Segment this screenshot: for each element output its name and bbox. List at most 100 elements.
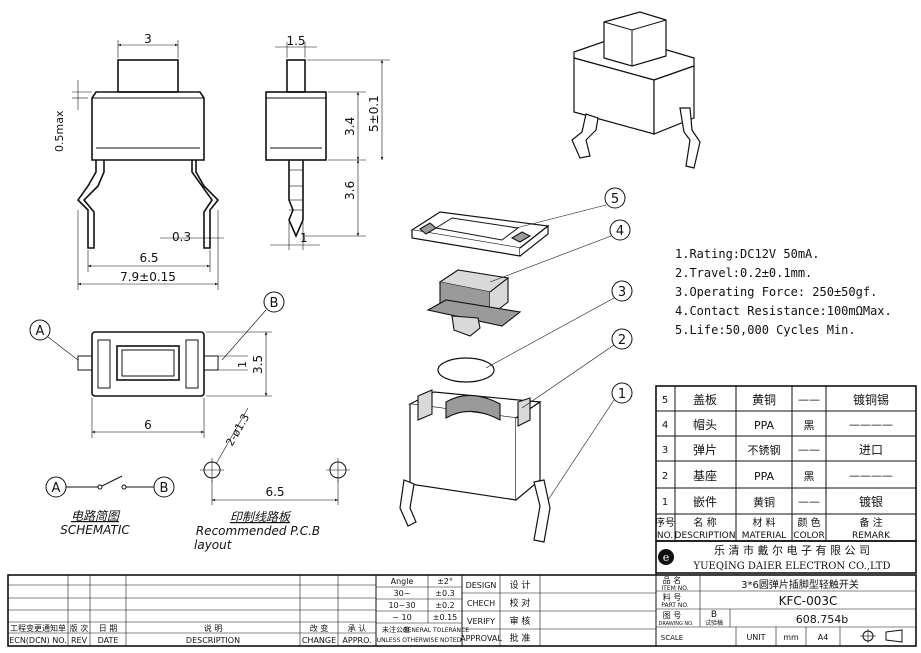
signoff-approval-cn: 批 准 — [510, 632, 531, 644]
spec-rating: 1.Rating:DC12V 50mA. — [675, 247, 820, 261]
dim-hole-spacing: 6.5 — [265, 485, 284, 499]
rev-date-en: DATE — [98, 636, 119, 645]
dim-side-total: 5±0.1 — [367, 95, 381, 132]
callout-part-1: 1 — [618, 387, 626, 402]
bom-table: 5 盖板 黄铜 —— 镀铜锡 4 帽头 PPA 黑 ———— 3 弹片 不锈钢 … — [655, 385, 917, 542]
rev-appro-cn: 承 认 — [348, 623, 367, 633]
scale-label: SCALE — [661, 634, 683, 642]
dim-side-upper: 3.4 — [343, 117, 357, 136]
dim-hole-diameter: 2-ø1.3 — [223, 412, 252, 449]
bom-row: 3 弹片 不锈钢 —— 进口 — [662, 443, 883, 457]
dim-plan-pin: 1 — [236, 361, 249, 368]
bom-desc: 盖板 — [693, 393, 717, 407]
signoff-verify-cn: 审 核 — [510, 615, 531, 627]
tol-range: Angle — [391, 577, 414, 586]
bom-header-desc-en: DESCRIPTION — [675, 531, 736, 541]
version-label: 试验稿 — [705, 619, 723, 627]
rev-rev-en: REV — [71, 636, 88, 645]
drawing-no-en: DRAWING NO. — [659, 621, 694, 627]
callout-part-5: 5 — [611, 192, 619, 207]
rev-change-cn: 改 变 — [310, 623, 329, 633]
spec-travel: 2.Travel:0.2±0.1mm. — [675, 266, 812, 280]
unit: mm — [783, 633, 799, 642]
bom-row: 5 盖板 黄铜 —— 镀铜锡 — [662, 392, 889, 407]
part-callouts: 5 4 3 2 1 — [485, 187, 633, 501]
rev-change-en: CHANGE — [302, 636, 336, 645]
dim-plan-height: 3.5 — [251, 355, 265, 374]
rev-ecn-en: ECN(DCN) NO. — [9, 636, 67, 645]
bom-remark: ———— — [849, 469, 893, 482]
callout-part-2: 2 — [618, 333, 626, 348]
bom-no: 2 — [662, 471, 668, 482]
company-block: e 乐 清 市 戴 尔 电 子 有 限 公 司 YUEQING DAIER EL… — [655, 540, 917, 574]
item-name-label: 品 名 — [663, 575, 682, 585]
bom-no: 4 — [662, 420, 668, 431]
tol-range: 10~30 — [388, 601, 415, 610]
company-logo — [658, 549, 674, 565]
bom-header-no-en: NO. — [657, 531, 673, 541]
bom-header-desc-cn: 名 称 — [693, 516, 716, 529]
callout-a-label: A — [36, 324, 45, 339]
bom-header-mat-en: MATERIAL — [742, 531, 787, 541]
bom-remark: 进口 — [859, 443, 883, 457]
pcb-title-en2: layout — [194, 538, 233, 552]
signoff-verify: VERIFY — [467, 617, 495, 626]
bom-desc: 弹片 — [693, 443, 717, 457]
callout-b-label: B — [270, 296, 279, 311]
tol-range: ~ 10 — [392, 613, 411, 622]
pcb-title-en: Recommended P.C.B — [196, 524, 320, 538]
company-name-cn: 乐 清 市 戴 尔 电 子 有 限 公 司 — [714, 543, 870, 557]
bom-remark: 镀铜锡 — [853, 392, 889, 407]
front-view: 3 0.5max 0.3 6.5 7.9±0.15 — [53, 32, 224, 290]
bom-header-remark-en: REMARK — [852, 531, 891, 541]
bom-row: 4 帽头 PPA 黑 ———— — [662, 417, 893, 432]
bom-header-color-cn: 颜 色 — [797, 516, 820, 529]
tol-note-en2: UNLESS OTHERWISE NOTED — [377, 637, 462, 644]
bom-no: 5 — [662, 395, 668, 406]
spec-force: 3.Operating Force: 250±50gf. — [675, 285, 877, 299]
bom-material: 黄铜 — [753, 495, 775, 509]
tol-value: ±0.2 — [435, 601, 454, 610]
company-name-en: YUEQING DAIER ELECTRON CO.,LTD — [693, 561, 891, 572]
bom-no: 3 — [662, 445, 668, 456]
dim-pin-thickness: 0.3 — [172, 230, 191, 244]
rev-date-cn: 日 期 — [99, 624, 118, 633]
item-name: 3*6圆弹片插脚型轻触开关 — [741, 578, 859, 591]
callout-a — [29, 319, 51, 341]
signoff-approval: APPROVAL — [460, 634, 502, 643]
bom-desc: 嵌件 — [693, 495, 717, 509]
part-no-label: 料 号 — [663, 592, 682, 602]
tol-value: ±2° — [437, 577, 453, 586]
dim-body-length: 6.5 — [139, 251, 158, 265]
schematic-title-en: SCHEMATIC — [60, 523, 130, 537]
callout-b — [263, 291, 285, 313]
dim-pin-width: 1 — [300, 231, 308, 245]
bom-header-no-cn: 序号 — [655, 516, 675, 529]
exploded-view — [399, 211, 551, 543]
bom-color: 黑 — [804, 419, 815, 432]
rev-appro-en: APPRO. — [342, 636, 371, 645]
svg-text:e: e — [663, 551, 670, 564]
tol-note-cn: 未注公差 — [382, 625, 410, 634]
signoff-check: CHECH — [467, 599, 495, 608]
side-view: 1.5 3.4 5±0.1 3.6 1 — [265, 34, 390, 250]
bom-desc: 基座 — [693, 468, 717, 483]
item-name-en: ITEM NO. — [661, 585, 688, 592]
projection-symbol-icon — [860, 629, 903, 643]
dim-side-lower: 3.6 — [343, 181, 357, 200]
tol-range: 30~ — [394, 589, 411, 598]
pcb-layout: 6.5 2-ø1.3 印制线路板 Recommended P.C.B layou… — [194, 407, 350, 552]
tol-value: ±0.15 — [433, 613, 458, 622]
part-no-en: PART NO. — [661, 602, 689, 609]
bom-remark: ———— — [849, 418, 893, 431]
callout-part-4: 4 — [616, 224, 624, 239]
bom-material: PPA — [754, 470, 775, 483]
sheet-size: A4 — [818, 633, 829, 642]
rev-desc-en: DESCRIPTION — [186, 636, 240, 645]
schematic-b-label: B — [160, 481, 169, 496]
dim-pin-offset: 0.5max — [53, 110, 66, 152]
rev-ecn-cn: 工程变更通知单 — [10, 623, 66, 633]
schematic-title-cn: 电路简图 — [71, 509, 121, 523]
spec-resistance: 4.Contact Resistance:100mΩMax. — [675, 304, 892, 318]
signoff-check-cn: 校 对 — [510, 597, 531, 609]
